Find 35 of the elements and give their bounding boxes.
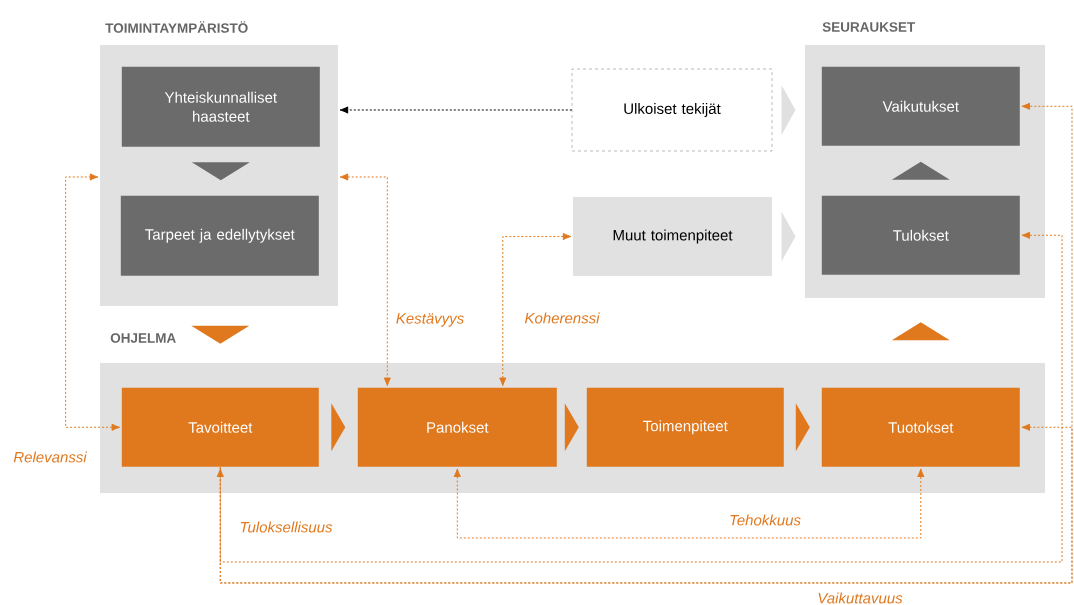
edge-label: Relevanssi bbox=[13, 451, 87, 463]
process-box: Tarpeet ja edellytykset bbox=[120, 195, 319, 276]
connector-arrow bbox=[216, 231, 1063, 563]
chevron-arrow bbox=[891, 161, 950, 180]
section-heading: SEURAUKSET bbox=[822, 22, 916, 32]
chevron-arrow bbox=[781, 85, 796, 135]
process-box: Tavoitteet bbox=[121, 387, 319, 467]
edge-label: Tuloksellisuus bbox=[240, 521, 333, 533]
section-heading: OHJELMA bbox=[110, 333, 176, 343]
chevron-arrow bbox=[891, 322, 950, 341]
edge-label: Vaikuttavuus bbox=[818, 592, 903, 604]
process-box: Tulokset bbox=[821, 195, 1020, 275]
process-box: Panokset bbox=[357, 387, 557, 467]
edge-label: Tehokkuus bbox=[730, 514, 801, 526]
process-box: Muut toimenpiteet bbox=[573, 197, 772, 276]
connector-arrow bbox=[65, 173, 121, 431]
connector-arrow bbox=[219, 423, 1073, 584]
connector-arrow bbox=[339, 173, 391, 387]
process-box: Tuotokset bbox=[821, 387, 1020, 467]
edge-label: Koherenssi bbox=[524, 312, 600, 324]
connector-arrow bbox=[499, 232, 572, 387]
chevron-arrow bbox=[191, 325, 250, 344]
chevron-arrow bbox=[191, 162, 250, 181]
connector-arrow bbox=[453, 468, 925, 539]
process-box: Yhteiskunnalliset haasteet bbox=[121, 66, 320, 147]
edge-label: Kestävyys bbox=[396, 313, 464, 327]
chevron-arrow bbox=[795, 403, 810, 452]
chevron-arrow bbox=[781, 211, 796, 262]
dashed-box: Ulkoiset tekijät bbox=[571, 68, 773, 152]
process-box: Vaikutukset bbox=[821, 66, 1020, 146]
process-box: Toimenpiteet bbox=[586, 387, 784, 467]
chevron-arrow bbox=[331, 403, 346, 452]
connector-arrow bbox=[339, 106, 573, 114]
section-heading: TOIMINTAYMPÄRISTÖ bbox=[105, 21, 248, 33]
chevron-arrow bbox=[564, 403, 579, 452]
